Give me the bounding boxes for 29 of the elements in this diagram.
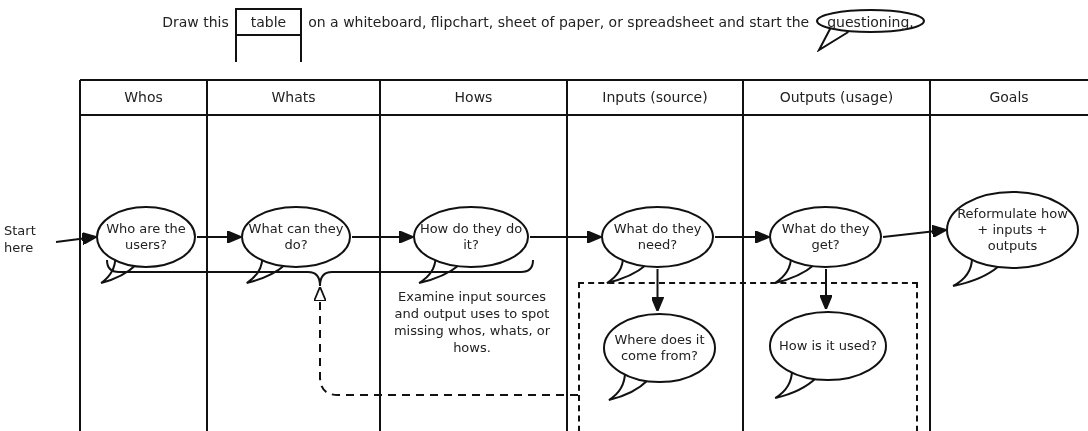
arrow xyxy=(529,230,603,244)
dashed-region xyxy=(578,282,918,431)
arrow xyxy=(351,230,415,244)
start-label: Start here xyxy=(4,222,37,256)
bubble-text: Reformulate how + inputs + outputs xyxy=(956,206,1069,254)
bubble-text: How is it used? xyxy=(778,338,878,354)
column-header: Goals xyxy=(988,88,1030,107)
sketch-label: table xyxy=(234,8,303,36)
bubble-text: What can they do? xyxy=(247,221,345,253)
arrow xyxy=(196,230,243,244)
arrow xyxy=(650,268,665,313)
instruction-text: Draw this xyxy=(162,14,229,30)
bubble-text: Who are the users? xyxy=(105,221,187,253)
arrow xyxy=(882,224,948,239)
dashed-arrow xyxy=(313,285,579,396)
arrow xyxy=(819,268,833,311)
instruction-text: on a whiteboard, flipchart, sheet of paper, or spreadsheet and start the xyxy=(308,14,810,30)
bubble-text: How do they do it? xyxy=(418,221,524,253)
bubble-text: What do they need? xyxy=(612,221,703,253)
bubble-text: What do they get? xyxy=(780,221,871,253)
column-header: Outputs (usage) xyxy=(778,88,895,107)
curly-brace xyxy=(105,258,535,288)
bubble-text: Where does it come from? xyxy=(613,332,706,364)
column-header: Whos xyxy=(123,88,164,107)
column-header: Hows xyxy=(453,88,494,107)
arrow xyxy=(714,230,771,244)
arrow xyxy=(55,231,98,246)
column-header: Whats xyxy=(270,88,317,107)
column-header: Inputs (source) xyxy=(601,88,709,107)
